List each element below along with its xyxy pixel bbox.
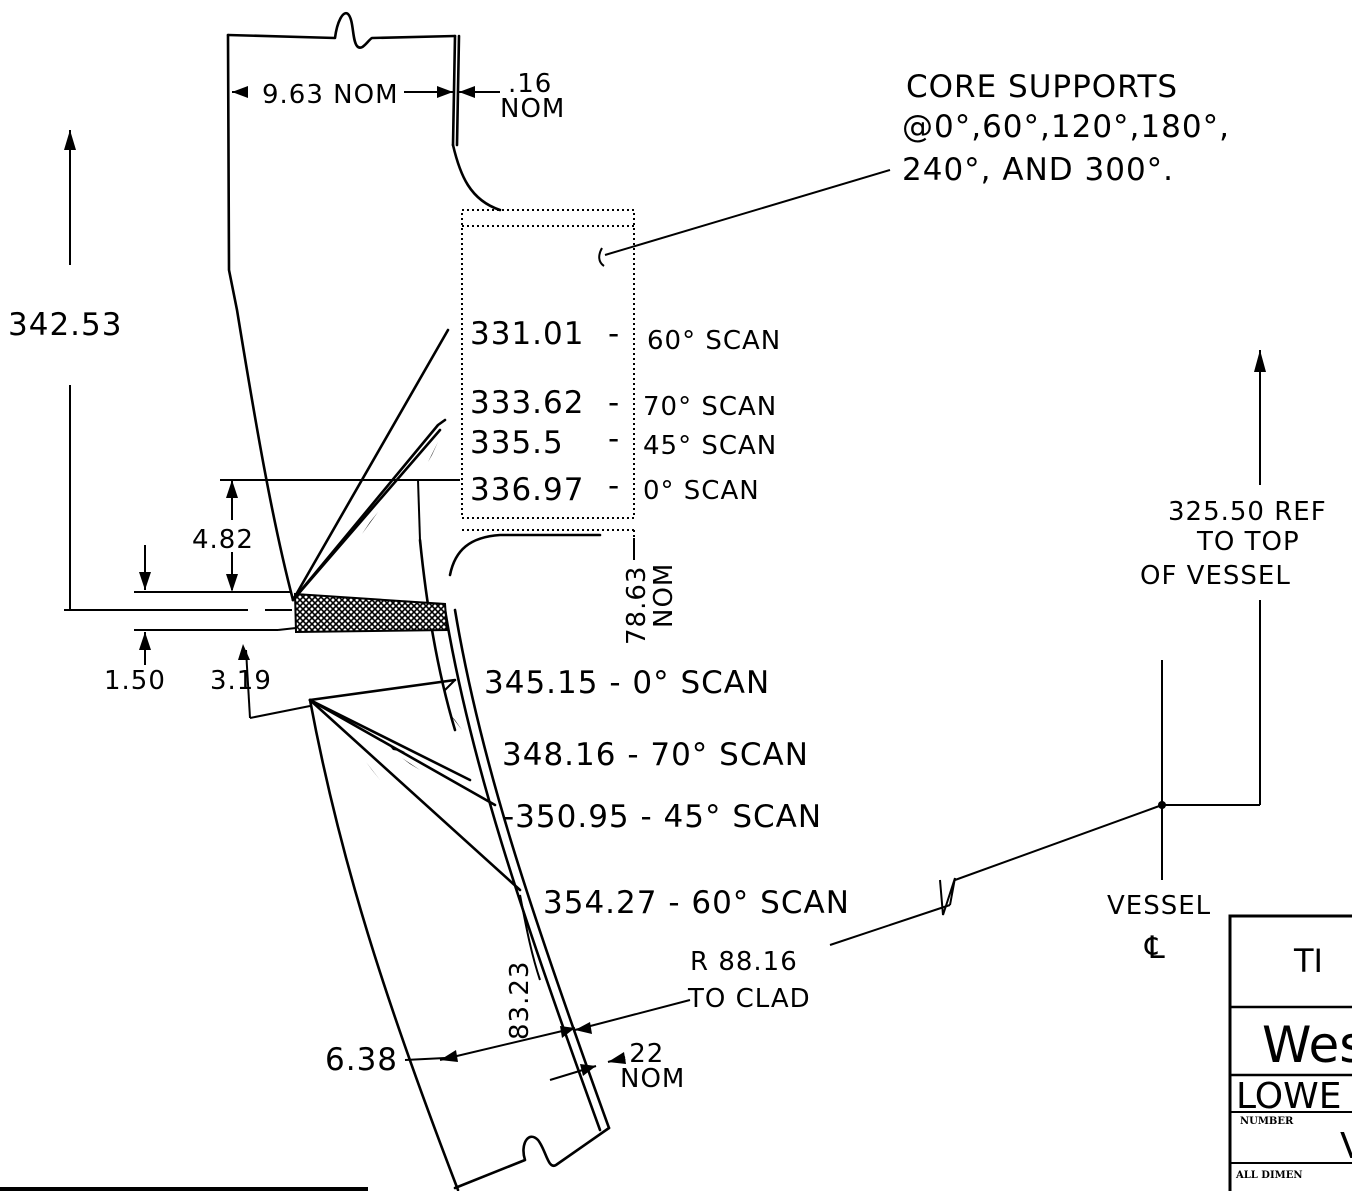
core-supports-angles-2: 240°, AND 300°. [902, 152, 1174, 188]
core-supports-label: CORE SUPPORTS [906, 69, 1178, 105]
dim-clad-nom: NOM [620, 1064, 685, 1094]
dimension-lines [64, 86, 1163, 1081]
dim-78-63-nom: NOM [649, 563, 679, 628]
vessel-centerline [1158, 350, 1266, 880]
dim-width-nom: 9.63 NOM [262, 80, 399, 110]
dim-83-23: 83.23 [505, 961, 535, 1040]
title-block-row2: Wes [1262, 1016, 1352, 1074]
dim-thickness-value: .16 [508, 69, 552, 99]
reference-top-of-vessel-2: TO TOP [1196, 527, 1300, 557]
scan-lower-label: 354.27 - 60° SCAN [543, 885, 850, 921]
dim-1-50: 1.50 [104, 666, 166, 696]
vessel-wall [226, 11, 611, 1191]
weld-zone-hatched [293, 592, 449, 634]
dim-4-82: 4.82 [192, 525, 254, 555]
scan-upper-pos: 331.01 [470, 316, 584, 352]
scan-upper-pos: 336.97 [470, 472, 584, 508]
scan-lower-label: -350.95 - 45° SCAN [503, 799, 822, 835]
scan-lower-label: 348.16 - 70° SCAN [502, 737, 809, 773]
title-block-row1: TI [1293, 942, 1323, 980]
scan-upper-dash: - [608, 316, 620, 352]
title-block-footer: ALL DIMEN [1235, 1170, 1302, 1181]
centerline-symbol: ℄ [1144, 930, 1166, 966]
scan-upper-angle: 70° SCAN [643, 392, 777, 422]
scan-upper-angle: 60° SCAN [647, 326, 781, 356]
dim-78-63: 78.63 [622, 566, 652, 645]
scan-beam-lines [272, 328, 522, 892]
scan-upper-dash: - [608, 421, 620, 457]
lower-scan-list: 345.15 - 0° SCAN 348.16 - 70° SCAN -350.… [484, 665, 850, 921]
dim-height: 342.53 [8, 307, 122, 343]
scan-upper-pos: 335.5 [470, 425, 564, 461]
title-block-row3: LOWE [1236, 1076, 1341, 1117]
scan-upper-dash: - [608, 468, 620, 504]
title-block: TI Wes LOWE NUMBER V ALL DIMEN [1228, 914, 1352, 1191]
radius-clad-label: TO CLAD [687, 984, 811, 1014]
dim-3-19: 3.19 [210, 666, 272, 696]
beam-arrowheads [336, 442, 462, 780]
reference-top-of-vessel-3: OF VESSEL [1140, 561, 1291, 591]
scan-upper-angle: 0° SCAN [643, 476, 760, 506]
scan-upper-pos: 333.62 [470, 385, 584, 421]
dim-clad-value: .22 [620, 1039, 664, 1069]
vessel-label: VESSEL [1107, 891, 1211, 921]
title-block-number-value: V [1340, 1126, 1352, 1167]
title-block-number-label: NUMBER [1240, 1116, 1294, 1127]
upper-scan-list: 331.01 - 60° SCAN 333.62 - 70° SCAN 335.… [470, 316, 781, 508]
scan-lower-label: 345.15 - 0° SCAN [484, 665, 770, 701]
core-supports-angles: @0°,60°,120°,180°, [902, 109, 1230, 145]
scan-upper-dash: - [608, 385, 620, 421]
radius-label: R 88.16 [690, 947, 798, 977]
scan-upper-angle: 45° SCAN [643, 431, 777, 461]
dim-6-38: 6.38 [325, 1042, 398, 1078]
reference-top-of-vessel: 325.50 REF [1168, 497, 1327, 527]
dim-thickness-nom: NOM [500, 94, 565, 124]
